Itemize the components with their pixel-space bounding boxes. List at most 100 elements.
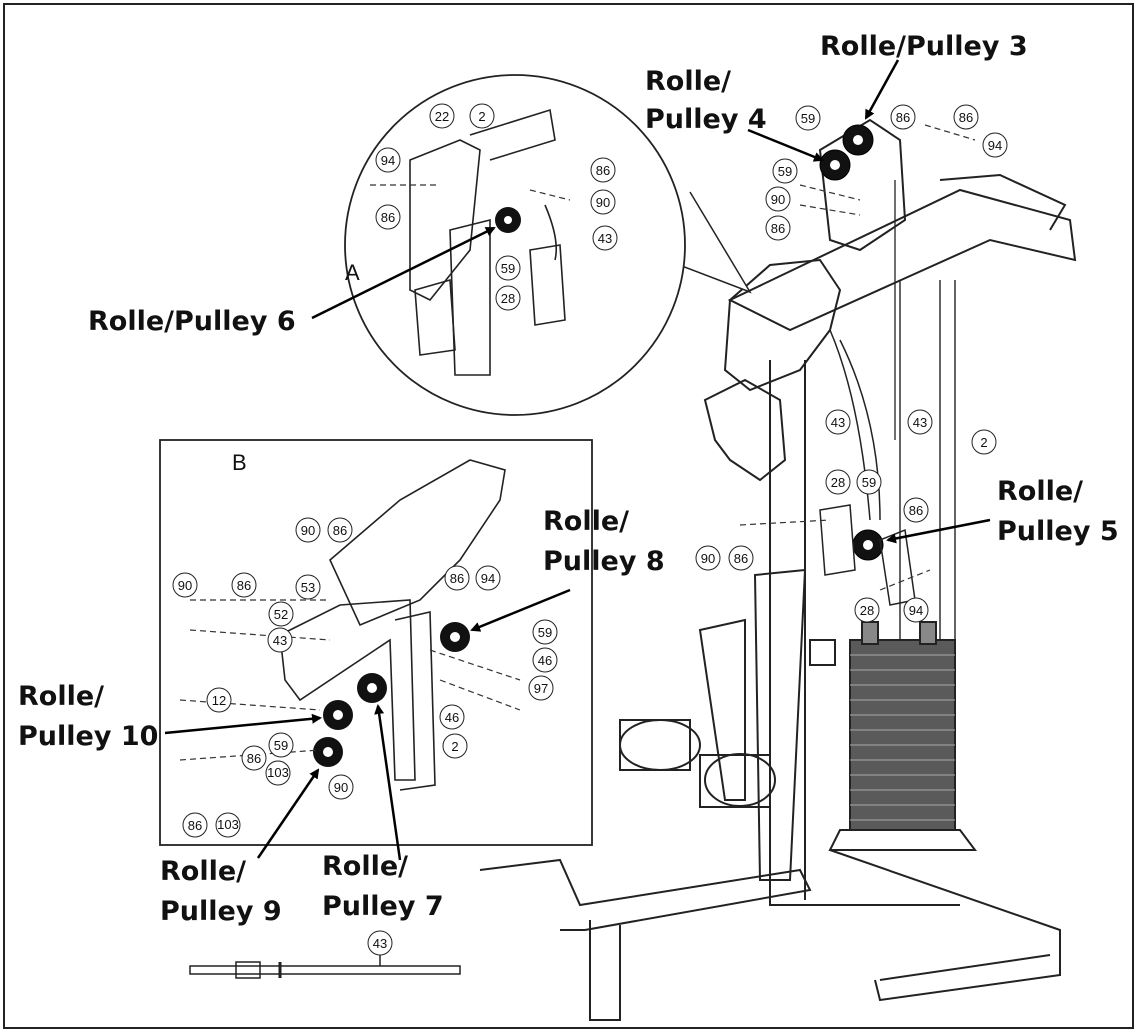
callout-pulley-8: Rolle/ Pulley 8 [543, 506, 665, 577]
svg-text:90: 90 [334, 780, 348, 795]
svg-text:43: 43 [273, 633, 287, 648]
svg-text:28: 28 [860, 603, 874, 618]
svg-text:94: 94 [988, 138, 1002, 153]
rod-43-drawing [189, 955, 461, 979]
part-label: 43 [267, 627, 293, 653]
svg-text:86: 86 [734, 551, 748, 566]
arrow-pulley-6 [311, 226, 496, 320]
svg-text:22: 22 [435, 109, 449, 124]
svg-text:59: 59 [778, 164, 792, 179]
part-label: 59 [856, 469, 882, 495]
svg-text:90: 90 [701, 551, 715, 566]
callout-pulley-5: Rolle/ Pulley 5 [997, 476, 1119, 547]
part-label: 2 [442, 733, 468, 759]
svg-text:94: 94 [481, 571, 495, 586]
part-label: 86 [444, 565, 470, 591]
arrow-pulley-10 [164, 713, 322, 735]
part-label: 12 [206, 687, 232, 713]
svg-text:2: 2 [451, 739, 458, 754]
svg-text:43: 43 [598, 231, 612, 246]
svg-text:86: 86 [450, 571, 464, 586]
part-label: 90 [295, 517, 321, 543]
svg-text:52: 52 [274, 607, 288, 622]
part-label: 52 [268, 601, 294, 627]
arrow-pulley-8 [470, 588, 571, 632]
svg-text:90: 90 [771, 192, 785, 207]
part-label: 53 [295, 574, 321, 600]
part-label: 86 [241, 745, 267, 771]
main-hardware-lines [739, 124, 976, 591]
svg-text:59: 59 [538, 625, 552, 640]
part-label: 2 [971, 429, 997, 455]
svg-text:2: 2 [478, 109, 485, 124]
part-label: 86 [375, 204, 401, 230]
part-label: 86 [765, 215, 791, 241]
part-label: 59 [495, 255, 521, 281]
part-label: 97 [528, 675, 554, 701]
part-label: 59 [772, 158, 798, 184]
svg-text:103: 103 [217, 817, 239, 832]
svg-text:97: 97 [534, 681, 548, 696]
callout-pulley-9: Rolle/ Pulley 9 [160, 856, 282, 927]
svg-text:94: 94 [381, 153, 395, 168]
part-labels: 59 59 90 86 86 86 94 43 43 2 28 59 86 90… [172, 103, 1008, 956]
part-label: 103 [215, 812, 241, 838]
svg-text:59: 59 [862, 475, 876, 490]
part-label: 86 [903, 497, 929, 523]
svg-text:94: 94 [909, 603, 923, 618]
part-label: 86 [953, 104, 979, 130]
part-label: 94 [475, 565, 501, 591]
part-label: 59 [268, 732, 294, 758]
svg-text:12: 12 [212, 693, 226, 708]
svg-text:86: 86 [188, 818, 202, 833]
svg-text:59: 59 [801, 111, 815, 126]
svg-text:103: 103 [267, 765, 289, 780]
part-label: 86 [890, 104, 916, 130]
part-label: 28 [854, 597, 880, 623]
callout-pulley-3: Rolle/Pulley 3 [820, 31, 1028, 62]
svg-text:86: 86 [237, 578, 251, 593]
callout-labels: Rolle/Pulley 3 Rolle/ Pulley 4 Rolle/ Pu… [18, 31, 1119, 927]
callout-arrows [164, 59, 991, 861]
part-label: 59 [532, 619, 558, 645]
svg-text:46: 46 [538, 653, 552, 668]
part-label: 86 [728, 545, 754, 571]
svg-text:90: 90 [178, 578, 192, 593]
part-label: 94 [982, 132, 1008, 158]
svg-text:90: 90 [596, 195, 610, 210]
part-label: 43 [592, 225, 618, 251]
part-label: 94 [375, 147, 401, 173]
part-label: 94 [903, 597, 929, 623]
inset-b: B [159, 439, 593, 846]
part-label: 2 [469, 103, 495, 129]
svg-text:59: 59 [274, 738, 288, 753]
svg-text:86: 86 [247, 751, 261, 766]
part-label: 28 [825, 469, 851, 495]
inset-b-tag: B [232, 450, 247, 475]
part-label: 90 [695, 545, 721, 571]
part-label: 43 [367, 930, 393, 956]
part-label: 22 [429, 103, 455, 129]
svg-text:90: 90 [301, 523, 315, 538]
svg-text:43: 43 [373, 936, 387, 951]
part-label: 46 [439, 704, 465, 730]
callout-pulley-7: Rolle/ Pulley 7 [322, 851, 444, 922]
svg-text:2: 2 [980, 435, 987, 450]
part-label: 90 [765, 186, 791, 212]
svg-text:86: 86 [596, 163, 610, 178]
part-label: 90 [172, 572, 198, 598]
callout-pulley-4: Rolle/ Pulley 4 [645, 66, 767, 135]
part-label: 86 [327, 517, 353, 543]
part-label: 43 [907, 409, 933, 435]
arrow-pulley-3 [864, 59, 900, 120]
callout-pulley-10: Rolle/ Pulley 10 [18, 681, 158, 752]
svg-text:86: 86 [381, 210, 395, 225]
svg-text:53: 53 [301, 580, 315, 595]
part-label: 28 [495, 285, 521, 311]
svg-text:86: 86 [333, 523, 347, 538]
svg-text:86: 86 [771, 221, 785, 236]
inset-a-tag: A [345, 260, 360, 285]
svg-text:43: 43 [913, 415, 927, 430]
part-label: 90 [590, 189, 616, 215]
arrow-pulley-5 [886, 518, 991, 544]
